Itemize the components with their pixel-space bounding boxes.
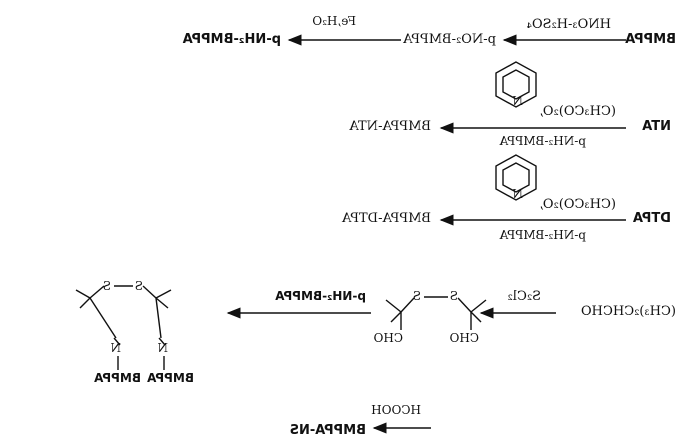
pyridine-ring-2 <box>495 154 537 201</box>
macrocycle-skeleton <box>75 285 172 370</box>
pyridine-ring-1 <box>495 61 537 108</box>
dialdehyde-skeleton <box>385 296 487 330</box>
pyridine-inner-ring-2 <box>502 162 530 193</box>
pyridine-inner-ring-1 <box>502 69 530 100</box>
